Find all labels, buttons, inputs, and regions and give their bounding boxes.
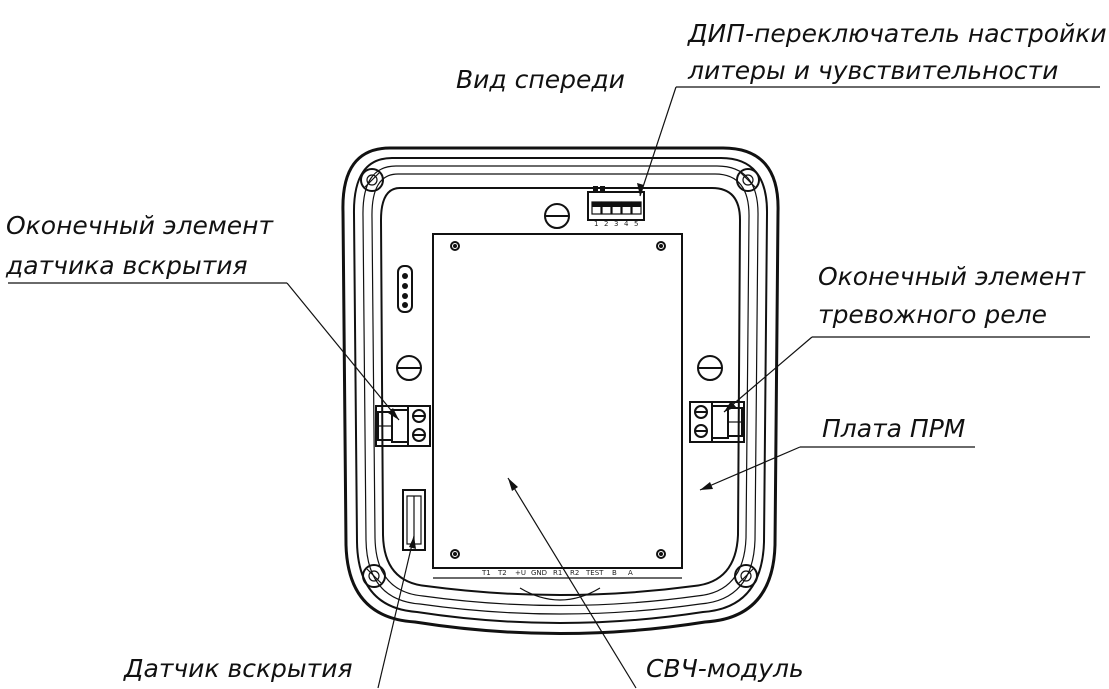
microwave-module-label: СВЧ-модуль [646,654,804,683]
housing [341,146,780,635]
dip-switch: 1 2 3 4 5 [587,186,645,228]
microwave-module-board [432,233,683,579]
terminal-label: R1 [553,569,562,577]
dip-switch-label-line2: литеры и чувствительности [687,56,1058,85]
terminal-label: TEST [585,569,604,577]
terminal-label-row: T1 T2 +U GND R1 R2 TEST B A [481,569,633,577]
terminal-label: GND [531,569,547,577]
mount-screw-top [544,203,570,229]
corner-screw-bl [362,564,386,588]
terminal-label: T1 [481,569,491,577]
corner-screw-tr [736,168,760,192]
alarm-terminal-block [689,401,745,443]
terminal-label: B [612,569,617,577]
dip-switch-label-line1: ДИП-переключатель настройки [687,19,1107,48]
alarm-terminal-label-line2: тревожного реле [818,300,1047,329]
front-view-label: Вид спереди [456,65,625,94]
dip-number-3: 3 [614,220,618,228]
receiver-board-label: Плата ПРМ [822,414,965,443]
dip-number-4: 4 [624,220,629,228]
terminal-label: +U [515,569,526,577]
tamper-terminal-label-line2: датчика вскрытия [5,251,248,280]
dip-number-5: 5 [634,220,638,228]
leader-lines [8,86,1100,689]
mount-screw-right [697,355,723,381]
alarm-terminal-label-line1: Оконечный элемент [818,262,1087,291]
led-indicator [397,265,413,313]
tamper-terminal-label-line1: Оконечный элемент [6,211,275,240]
terminal-label: R2 [570,569,579,577]
terminal-label: A [628,569,633,577]
dip-number-2: 2 [604,220,608,228]
corner-screw-tl [360,168,384,192]
mount-screw-left [396,355,422,381]
tamper-sensor-label: Датчик вскрытия [123,654,353,683]
corner-screw-br [734,564,758,588]
tamper-terminal-block [375,405,431,447]
terminal-label: T2 [497,569,507,577]
dip-number-1: 1 [594,220,598,228]
